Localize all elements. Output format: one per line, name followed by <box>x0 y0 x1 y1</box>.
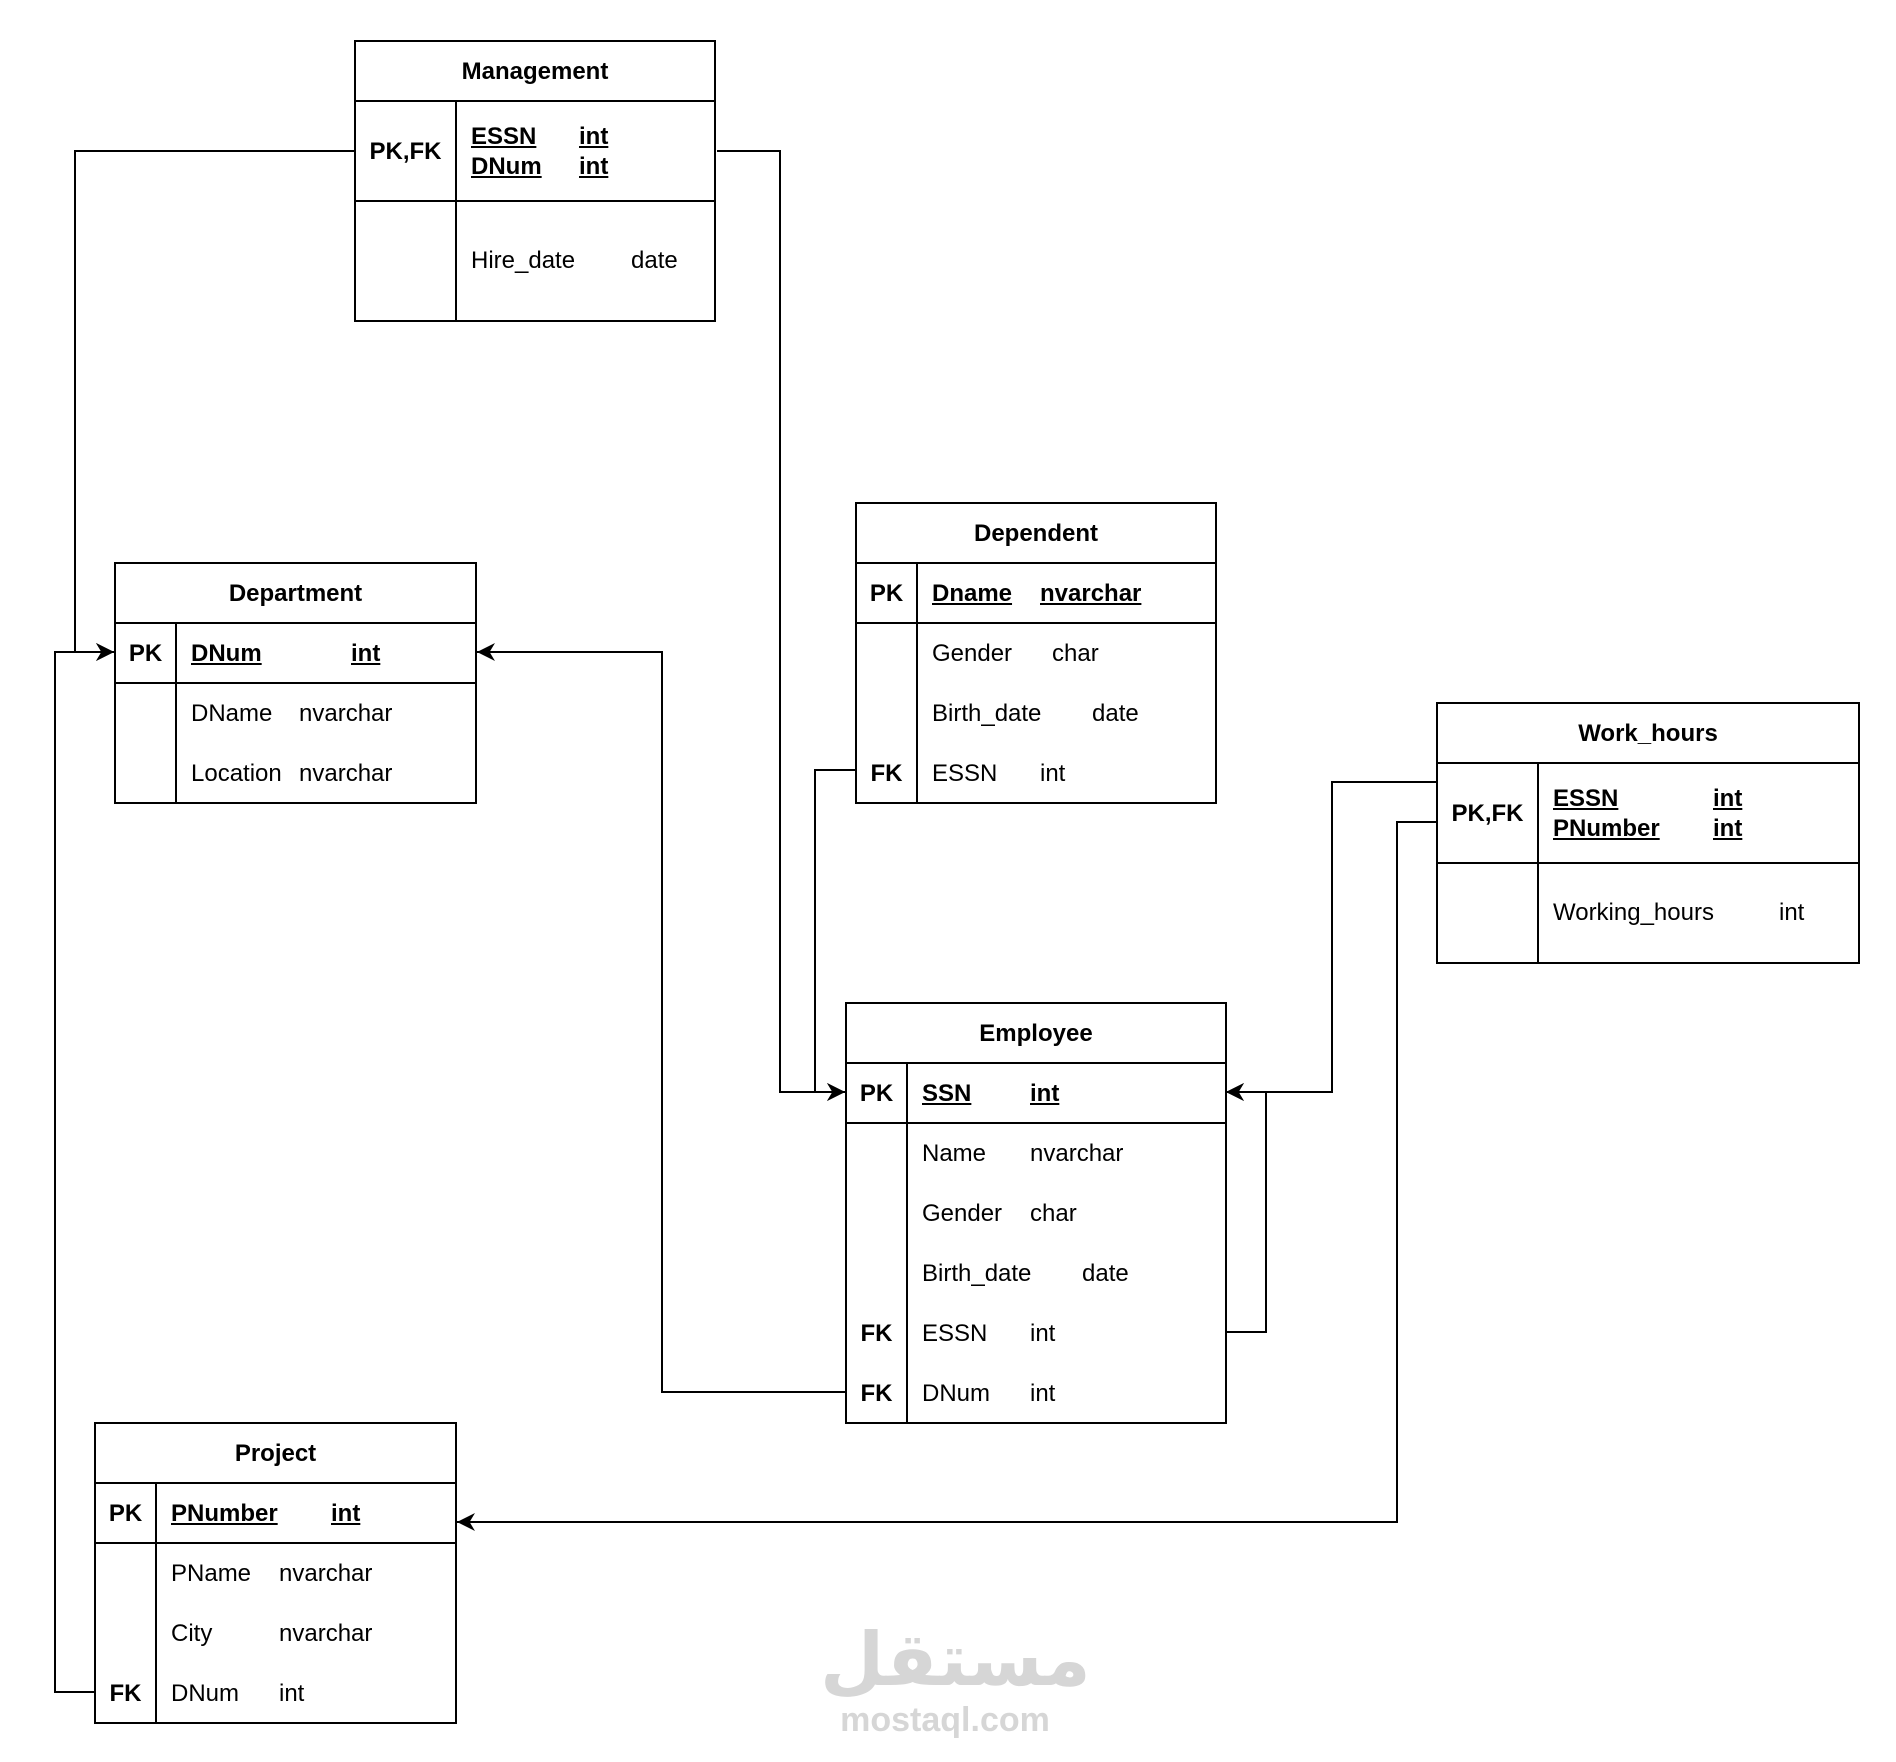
fk-marker: FK <box>870 760 903 787</box>
entity-work-hours[interactable]: Work_hours PK,FK ESSN int PNumber int <box>1436 702 1860 964</box>
attr-birth-date: Birth_date date <box>932 700 1139 727</box>
attr-city: City nvarchar <box>171 1620 373 1647</box>
link-workhours-project <box>457 821 1436 1531</box>
watermark: مستقل mostaql.com <box>820 1618 1091 1739</box>
watermark-arabic: مستقل <box>820 1618 1091 1701</box>
watermark-latin: mostaql.com <box>840 1701 1050 1739</box>
attr-essn: ESSN int <box>922 1320 1056 1347</box>
pk-marker: PK,FK <box>1451 800 1524 827</box>
attr-hire-date: Hire_date date <box>471 247 678 274</box>
entity-title: Dependent <box>857 504 1215 564</box>
pk-marker: PK,FK <box>369 138 442 165</box>
attr-dname: DName nvarchar <box>191 700 393 727</box>
pk-marker: PK <box>859 1080 894 1107</box>
link-employee-department <box>477 643 845 1393</box>
attr-dnum: DNum int <box>922 1380 1056 1407</box>
attr-ssn: SSN int <box>922 1080 1060 1107</box>
entity-title: Department <box>116 564 475 624</box>
attr-essn: ESSN int <box>1553 785 1743 812</box>
fk-marker: FK <box>109 1680 142 1707</box>
attr-essn: ESSN int <box>471 123 609 150</box>
pk-marker: PK <box>128 640 163 667</box>
attr-working-hours: Working_hours int <box>1553 899 1805 926</box>
entity-department[interactable]: Department PK DNum int DName nvarchar <box>114 562 477 804</box>
fk-marker: FK <box>860 1380 893 1407</box>
entity-title: Management <box>356 42 714 102</box>
attr-location: Location nvarchar <box>191 760 393 787</box>
link-workhours-employee <box>1226 781 1436 1101</box>
attr-name: Name nvarchar <box>922 1140 1124 1167</box>
attr-pnumber: PNumber int <box>171 1500 361 1527</box>
entity-management[interactable]: Management PK,FK ESSN int DNum int Hi <box>354 40 716 322</box>
entity-employee[interactable]: Employee PK FK FK SSN int <box>845 1002 1227 1424</box>
pk-marker: PK <box>869 580 904 607</box>
entity-dependent[interactable]: Dependent PK FK Dname nvarchar Gender <box>855 502 1217 804</box>
attr-dnum: DNum int <box>171 1680 305 1707</box>
entity-title: Employee <box>847 1004 1225 1064</box>
attr-dnum: DNum int <box>191 640 381 667</box>
pk-marker: PK <box>108 1500 143 1527</box>
link-dependent-employee <box>814 769 855 1101</box>
link-project-department <box>54 643 114 1693</box>
link-employee-self <box>1226 1083 1267 1333</box>
attr-pnumber: PNumber int <box>1553 815 1743 842</box>
link-management-employee <box>717 150 845 1101</box>
attr-dname: Dname nvarchar <box>932 580 1142 607</box>
attr-essn: ESSN int <box>932 760 1066 787</box>
attr-gender: Gender char <box>932 640 1099 667</box>
entity-project[interactable]: Project PK FK PNumber int PName <box>94 1422 457 1724</box>
entity-title: Project <box>96 1424 455 1484</box>
fk-marker: FK <box>860 1320 893 1347</box>
attr-gender: Gender char <box>922 1200 1077 1227</box>
attr-pname: PName nvarchar <box>171 1560 373 1587</box>
attr-dnum: DNum int <box>471 153 609 180</box>
attr-birth-date: Birth_date date <box>922 1260 1129 1287</box>
entity-title: Work_hours <box>1438 704 1858 764</box>
